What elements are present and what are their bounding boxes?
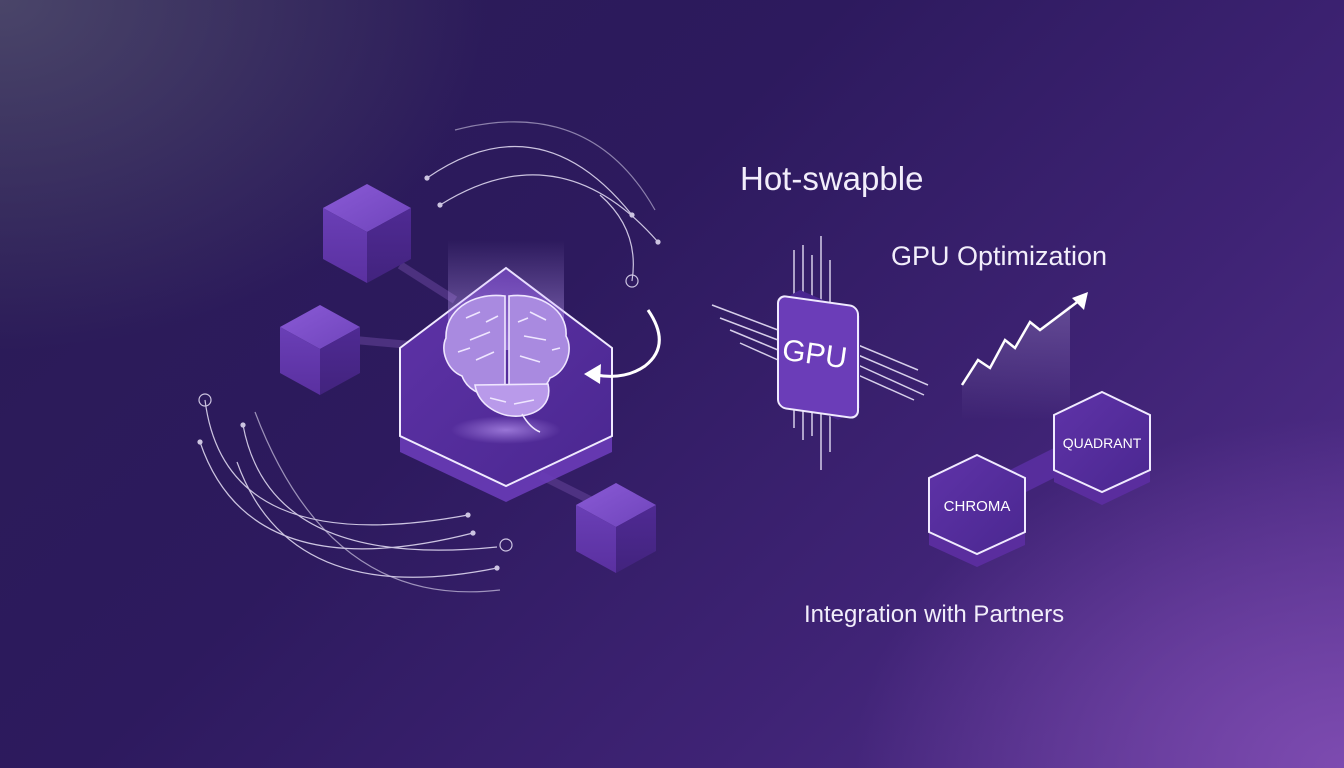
gpu-optimization-title: GPU Optimization	[891, 241, 1108, 271]
curved-arrow-icon	[584, 309, 661, 384]
hot-swappable-title: Hot-swapble	[740, 160, 924, 197]
module-cube-top	[323, 184, 411, 283]
brain-icon	[443, 294, 570, 433]
central-hex-platform	[399, 240, 613, 502]
gpu-chip: GPU	[711, 236, 929, 470]
partner-label-quadrant: QUADRANT	[1063, 435, 1142, 451]
trend-up-arrow-icon	[1072, 292, 1088, 310]
partner-hex-quadrant: QUADRANT	[1053, 390, 1151, 505]
integration-title: Integration with Partners	[804, 601, 1065, 628]
partner-hex-chroma: CHROMA	[928, 453, 1026, 567]
orbit-lines-top	[424, 121, 661, 288]
trend-chart-icon	[960, 292, 1088, 420]
partner-label-chroma: CHROMA	[944, 498, 1011, 515]
module-cube-left	[280, 305, 360, 395]
module-cube-bottom	[576, 483, 656, 573]
orbit-lines-bottom	[197, 393, 513, 593]
